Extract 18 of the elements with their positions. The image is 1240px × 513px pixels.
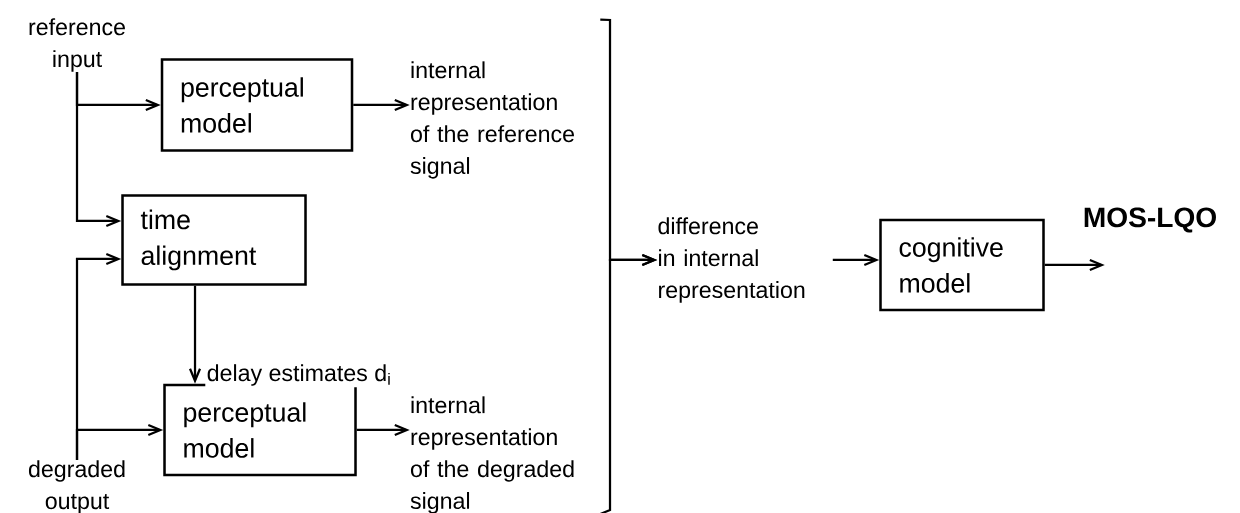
process-box: perceptual model (160, 58, 354, 152)
process-box: cognitive model (879, 218, 1045, 312)
process-box: time alignment (121, 194, 307, 286)
arrow (353, 98, 410, 112)
arrow (1044, 258, 1105, 272)
signal-label: reference input (29, 18, 125, 72)
signal-label: internal representation of the reference signal (410, 61, 574, 179)
arrow (832, 253, 880, 267)
arrow (75, 252, 122, 460)
arrow (188, 285, 202, 384)
arrow (75, 72, 122, 228)
arrow (599, 253, 658, 513)
arrow (356, 423, 410, 437)
signal-label: difference in internal representation (658, 217, 805, 303)
output-label: MOS-LQO (1084, 207, 1216, 233)
signal-label: degraded output (28, 460, 125, 513)
signal-label: internal representation of the degraded signal (410, 396, 574, 513)
edge-label: delay estimates d$_{i}$ (205, 362, 393, 388)
